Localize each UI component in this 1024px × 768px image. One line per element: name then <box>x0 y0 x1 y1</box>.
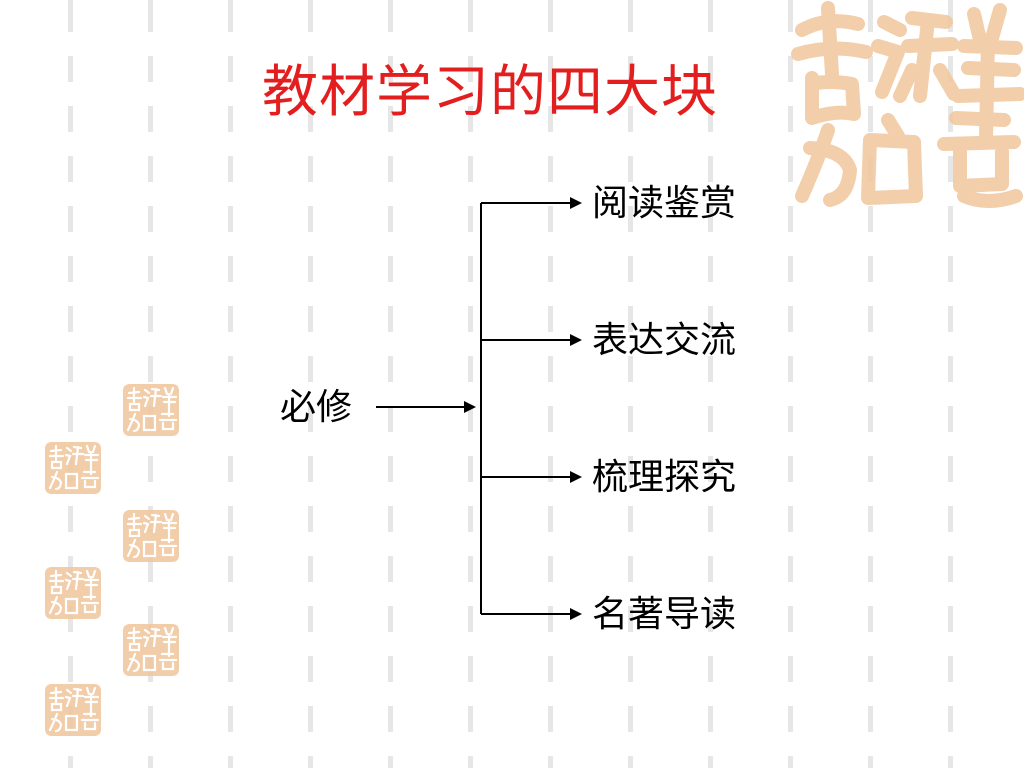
seal-decoration <box>123 510 179 562</box>
seal-decoration <box>123 384 179 436</box>
large-seal-decoration <box>791 1 1024 208</box>
background-dash-column <box>628 0 633 768</box>
seal-decoration <box>45 684 101 736</box>
seal-decoration <box>45 567 101 619</box>
branch-arrowhead <box>570 197 582 209</box>
background-dash-column <box>948 0 953 768</box>
background-dash-column <box>868 0 873 768</box>
branch-node-label: 阅读鉴赏 <box>592 183 737 224</box>
background-dash-column <box>468 0 473 768</box>
branch-node-label: 表达交流 <box>592 320 737 361</box>
branch-node-label: 名著导读 <box>592 594 737 635</box>
background-dash-column <box>308 0 313 768</box>
background-dash-column <box>788 0 793 768</box>
branch-arrowhead <box>570 608 582 620</box>
background-dash-column <box>68 0 73 768</box>
branch-node-label: 梳理探究 <box>592 457 737 498</box>
slide-title: 教材学习的四大块 <box>262 60 718 125</box>
root-node-label: 必修 <box>280 387 353 428</box>
background-dash-column <box>388 0 393 768</box>
background-dash-column <box>708 0 713 768</box>
background-dash-column <box>228 0 233 768</box>
branch-arrowhead <box>570 334 582 346</box>
root-arrowhead <box>464 401 476 413</box>
background-dash-column <box>548 0 553 768</box>
branch-arrowhead <box>570 471 582 483</box>
seal-decoration <box>45 442 101 494</box>
seal-decoration <box>123 624 179 676</box>
